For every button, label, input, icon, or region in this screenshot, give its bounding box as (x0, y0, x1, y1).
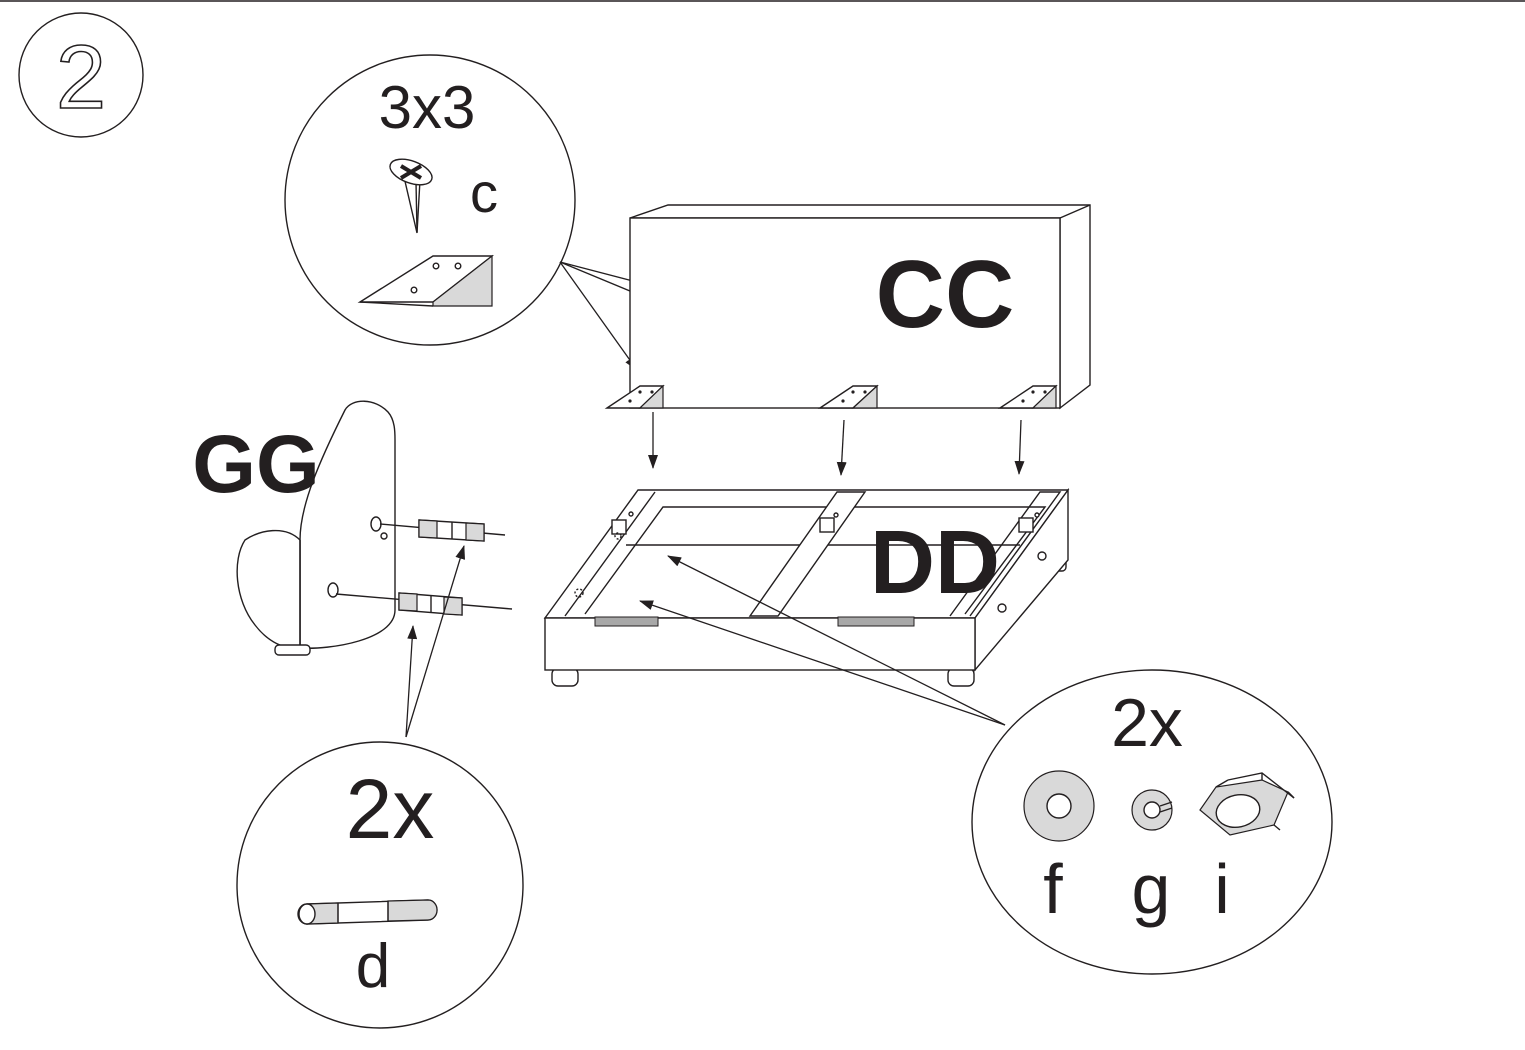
screw-icon (389, 158, 433, 234)
fastener-quantity: 2x (1111, 685, 1183, 761)
screw-label: c (470, 161, 498, 224)
bracket-callout: 3x3 c (284, 54, 1013, 382)
dowel-quantity: 2x (346, 762, 435, 856)
washer-icon (1023, 770, 1095, 842)
fastener-callout: 2x f g i (639, 555, 1333, 975)
step-number-badge: 2 (18, 12, 144, 138)
mounted-bracket-icon (604, 384, 665, 409)
backrest-label: CC (876, 241, 1015, 348)
dowel-callout: 2x d (236, 545, 524, 1029)
mounted-bracket-icon (817, 384, 879, 409)
bracket-quantity: 3x3 (379, 74, 476, 141)
step-number: 2 (56, 28, 106, 128)
dowel-assembly (335, 519, 513, 616)
base-label: DD (870, 513, 1000, 613)
armrest-label: GG (192, 419, 320, 510)
spring-washer-label: g (1132, 850, 1171, 928)
base-part: DD (543, 487, 1070, 687)
bracket-icon (357, 254, 495, 307)
washer-label: f (1043, 850, 1063, 928)
armrest-part: GG (192, 400, 396, 656)
dowel-label: d (356, 932, 390, 1001)
dowel-icon (297, 899, 438, 925)
spring-washer-icon (1131, 789, 1173, 831)
nut-label: i (1214, 850, 1230, 928)
backrest-part: CC (604, 204, 1091, 410)
mounted-bracket-icon (997, 384, 1058, 409)
nut-icon (1199, 772, 1295, 836)
